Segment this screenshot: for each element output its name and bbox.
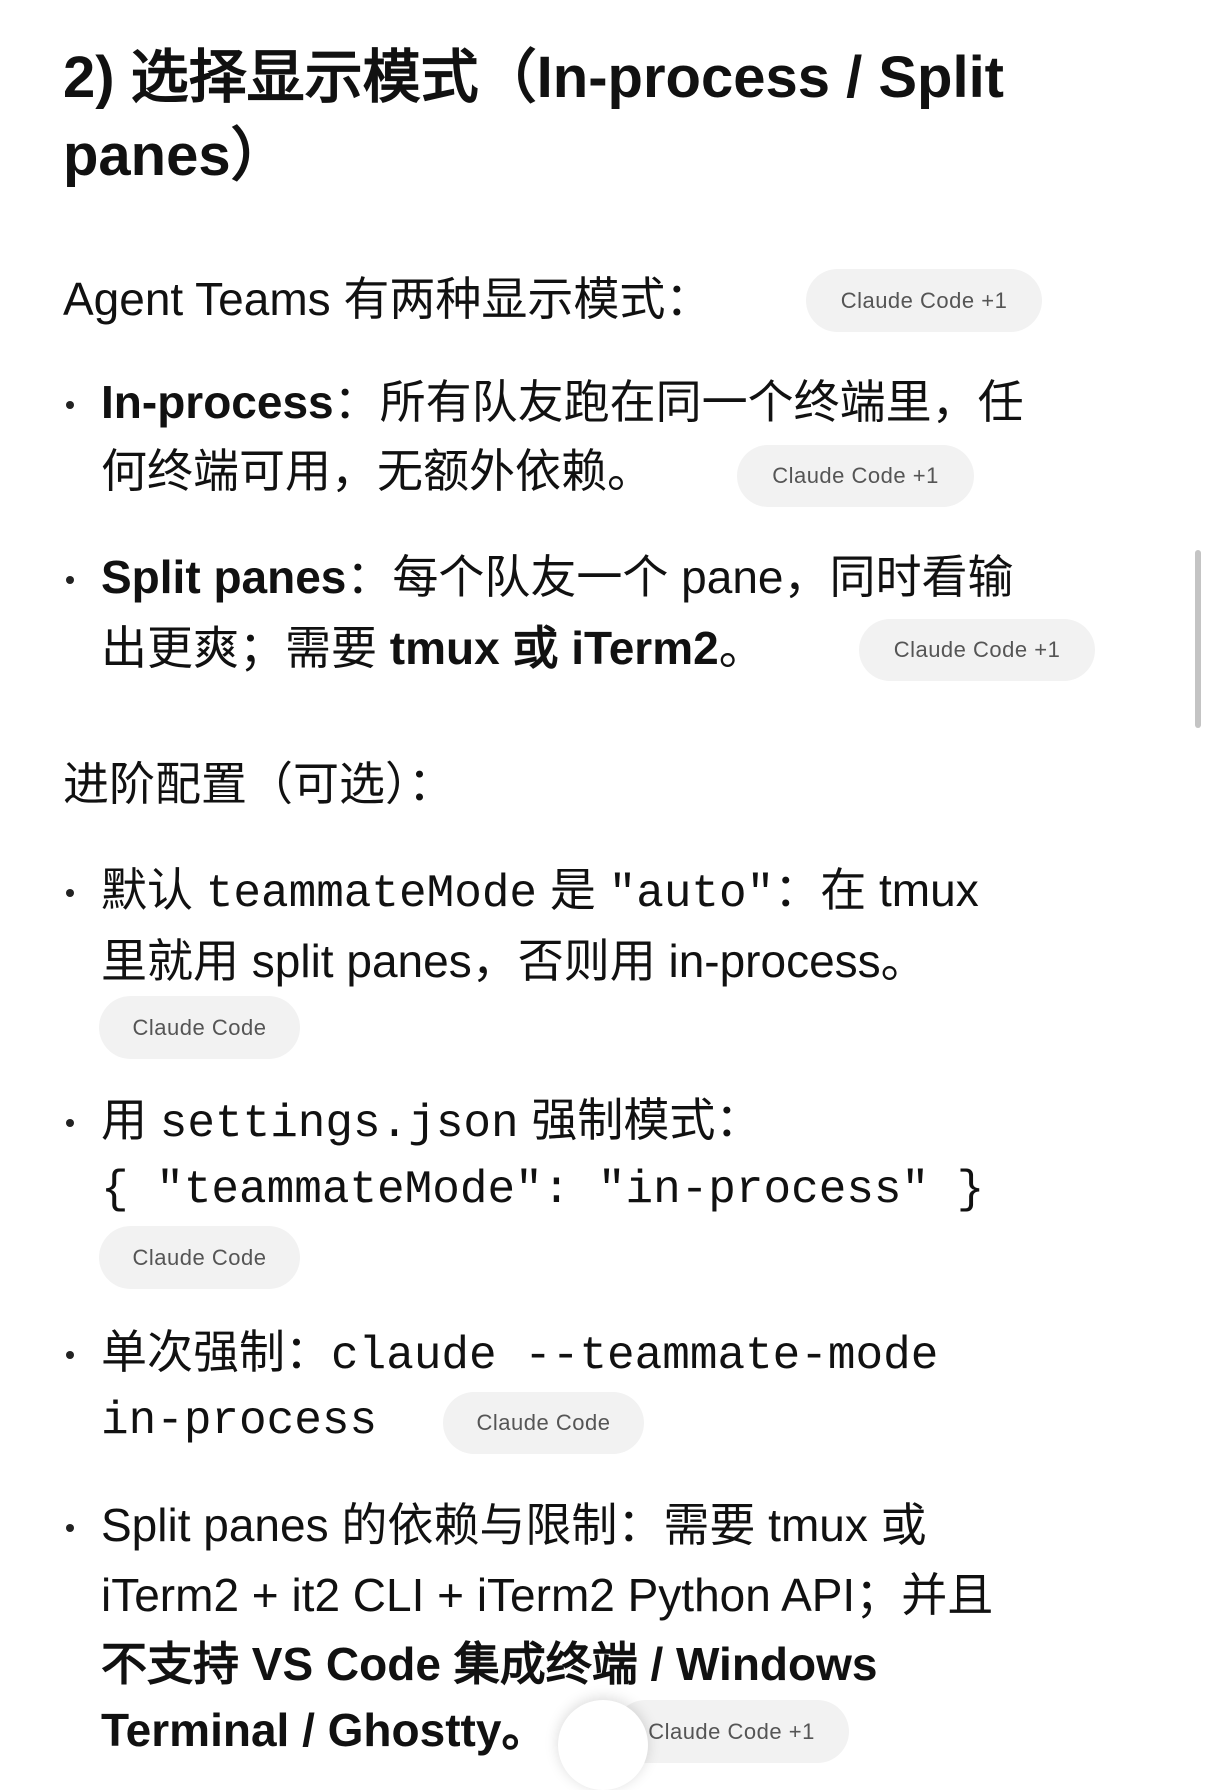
bullet-dependencies-bold: 不支持 VS Code 集成终端 / Windows xyxy=(101,1638,878,1690)
bullet-dot xyxy=(66,889,74,897)
bullet-settings: 用 settings.json 强制模式： xyxy=(101,1085,761,1155)
section-heading-cont: panes） xyxy=(63,123,289,188)
text: 强制模式： xyxy=(518,1094,762,1146)
source-chip[interactable]: Claude Code xyxy=(443,1392,644,1454)
code: claude --teammate-mode xyxy=(331,1330,939,1382)
source-chip[interactable]: Claude Code +1 xyxy=(614,1700,849,1763)
text: 出更爽；需要 xyxy=(101,622,390,674)
code: "auto" xyxy=(608,868,775,920)
desc: ：每个队友一个 pane，同时看输 xyxy=(346,551,1014,603)
bullet-dot xyxy=(66,1351,74,1359)
bullet-default-mode-cont: 里就用 split panes，否则用 in-process。 xyxy=(101,935,927,987)
bullet-dependencies: Split panes 的依赖与限制：需要 tmux 或 xyxy=(101,1499,927,1551)
text: 用 xyxy=(101,1094,160,1146)
source-chip[interactable]: Claude Code +1 xyxy=(859,619,1095,681)
text: 。 xyxy=(718,622,765,674)
bullet-split-panes: Split panes：每个队友一个 pane，同时看输 xyxy=(101,542,1014,612)
bullet-dot xyxy=(66,401,74,409)
section-heading: 2) 选择显示模式（In-process / Split xyxy=(63,45,1004,110)
term: In-process xyxy=(101,376,334,428)
bullet-dependencies-bold: Terminal / Ghostty。 xyxy=(101,1704,548,1756)
emphasis: tmux 或 iTerm2 xyxy=(389,622,719,674)
source-chip[interactable]: Claude Code xyxy=(99,1226,300,1289)
bullet-dependencies-cont: iTerm2 + it2 CLI + iTerm2 Python API；并且 xyxy=(101,1569,994,1621)
bullet-dot xyxy=(66,576,74,584)
scrollbar[interactable] xyxy=(1195,550,1201,728)
bullet-in-process: In-process：所有队友跑在同一个终端里，任 xyxy=(101,367,1024,437)
text: 默认 xyxy=(101,864,206,916)
term: Split panes xyxy=(101,551,347,603)
desc: ：所有队友跑在同一个终端里，任 xyxy=(333,376,1024,428)
scroll-down-button[interactable] xyxy=(558,1700,648,1790)
code: teammateMode xyxy=(205,868,538,920)
advanced-heading: 进阶配置（可选）： xyxy=(63,758,454,810)
intro-text: Agent Teams 有两种显示模式： xyxy=(63,273,712,325)
text: ：在 tmux xyxy=(774,864,979,916)
bullet-dot xyxy=(66,1524,74,1532)
settings-code: { "teammateMode": "in-process" } xyxy=(101,1164,985,1216)
bullet-in-process-cont: 何终端可用，无额外依赖。 xyxy=(101,445,653,497)
source-chip[interactable]: Claude Code +1 xyxy=(737,445,974,507)
source-chip[interactable]: Claude Code xyxy=(99,996,300,1059)
text: 是 xyxy=(537,864,609,916)
bullet-default-mode: 默认 teammateMode 是 "auto"：在 tmux xyxy=(101,855,979,925)
source-chip[interactable]: Claude Code +1 xyxy=(806,269,1042,332)
code: settings.json xyxy=(159,1098,519,1150)
bullet-dot xyxy=(66,1119,74,1127)
cli-flag-code: in-process xyxy=(101,1395,378,1447)
bullet-cli-flag: 单次强制：claude --teammate-mode xyxy=(101,1317,938,1387)
bullet-split-panes-cont: 出更爽；需要 tmux 或 iTerm2。 xyxy=(101,613,765,683)
text: 单次强制： xyxy=(101,1326,331,1378)
